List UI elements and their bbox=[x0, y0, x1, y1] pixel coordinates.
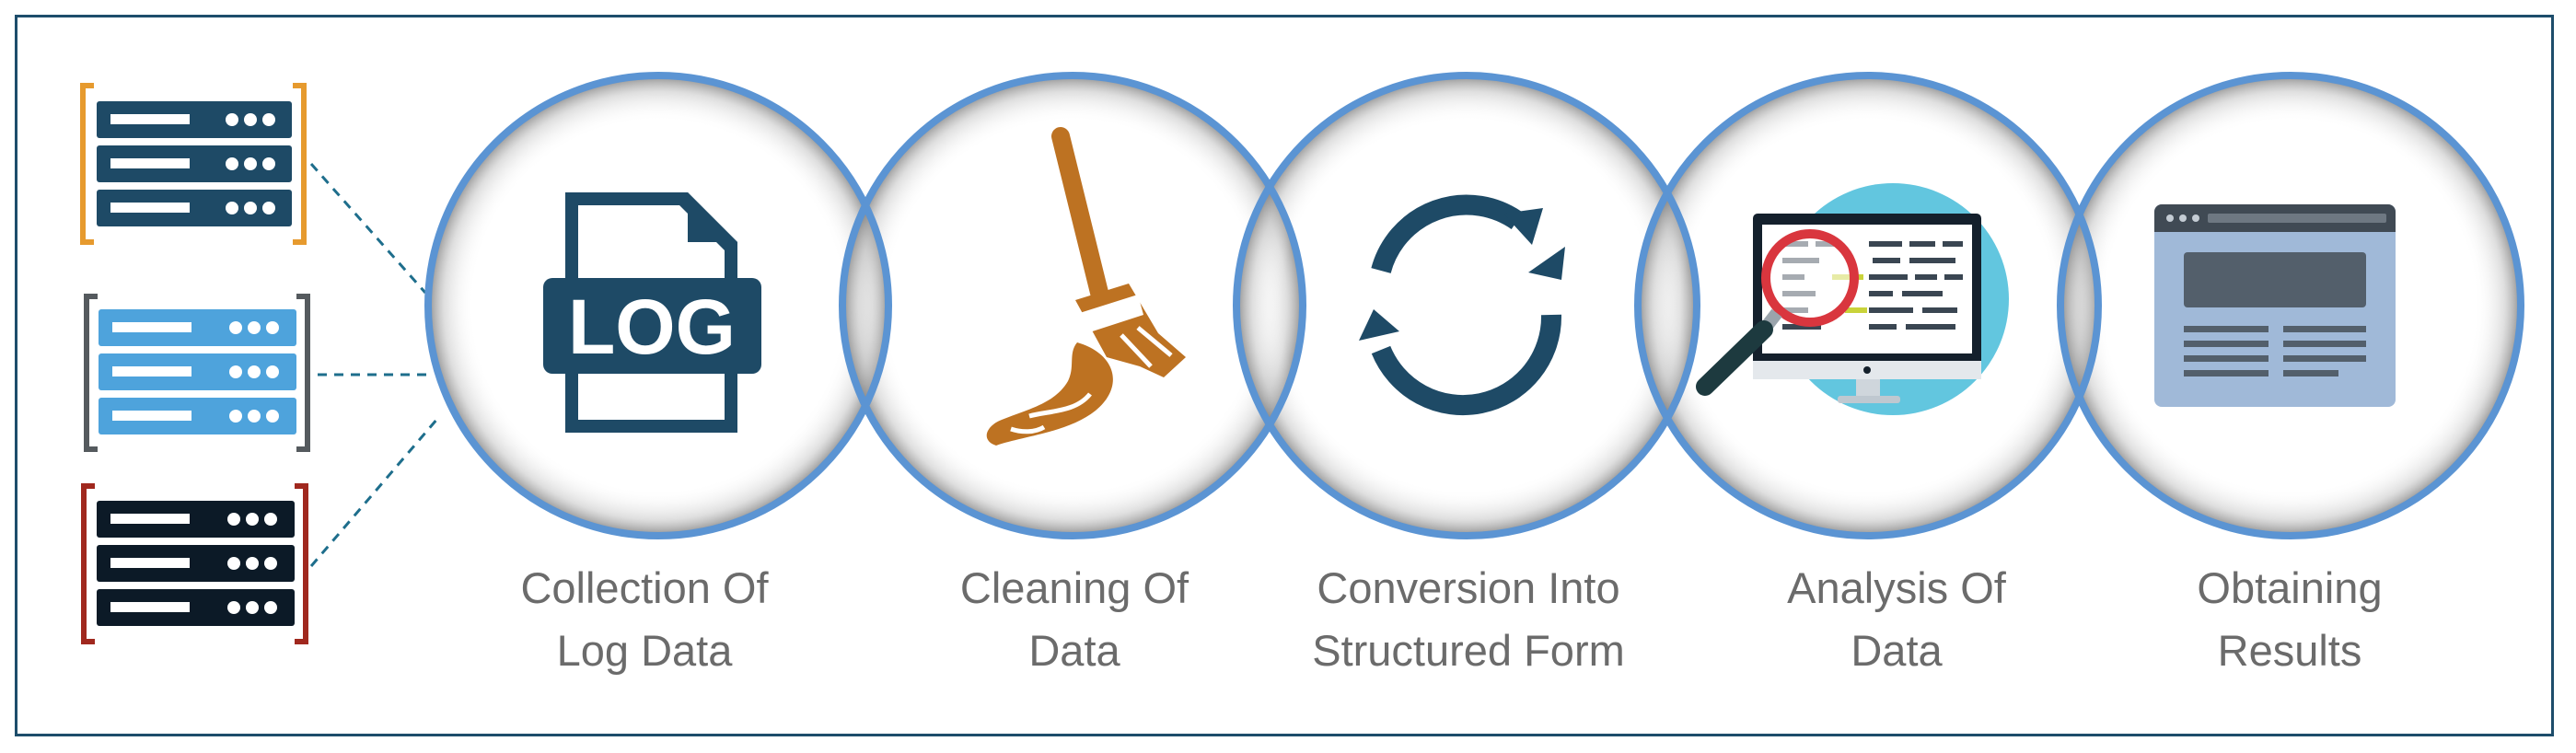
step-label-line: Cleaning Of bbox=[959, 563, 1189, 612]
step-label: Collection Of Log Data bbox=[451, 557, 838, 682]
server-icon bbox=[81, 483, 308, 644]
step-label-line: Log Data bbox=[556, 626, 733, 675]
step-label-line: Obtaining bbox=[2197, 563, 2383, 612]
step-label-line: Data bbox=[1851, 626, 1943, 675]
step-label-line: Results bbox=[2217, 626, 2362, 675]
server-icon bbox=[84, 294, 310, 452]
step-label-line: Data bbox=[1028, 626, 1120, 675]
step-label: Analysis Of Data bbox=[1703, 557, 2090, 682]
monitor-magnifier-icon bbox=[1696, 183, 2009, 415]
log-badge-text: LOG bbox=[568, 284, 736, 370]
step-label-line: Collection Of bbox=[520, 563, 769, 612]
server-connectors bbox=[309, 163, 439, 567]
step-label-line: Analysis Of bbox=[1787, 563, 2006, 612]
step-label: Cleaning Of Data bbox=[881, 557, 1268, 682]
broom-icon bbox=[986, 127, 1186, 446]
connector-line bbox=[309, 163, 427, 294]
refresh-icon bbox=[1359, 194, 1565, 416]
server-icon bbox=[80, 83, 307, 245]
step-label: Conversion Into Structured Form bbox=[1275, 557, 1662, 682]
connector-line bbox=[309, 418, 439, 567]
log-file-icon: LOG bbox=[543, 192, 761, 433]
step-label-line: Structured Form bbox=[1312, 626, 1625, 675]
browser-window-icon bbox=[2154, 204, 2396, 407]
step-label: Obtaining Results bbox=[2096, 557, 2483, 682]
step-label-line: Conversion Into bbox=[1317, 563, 1620, 612]
